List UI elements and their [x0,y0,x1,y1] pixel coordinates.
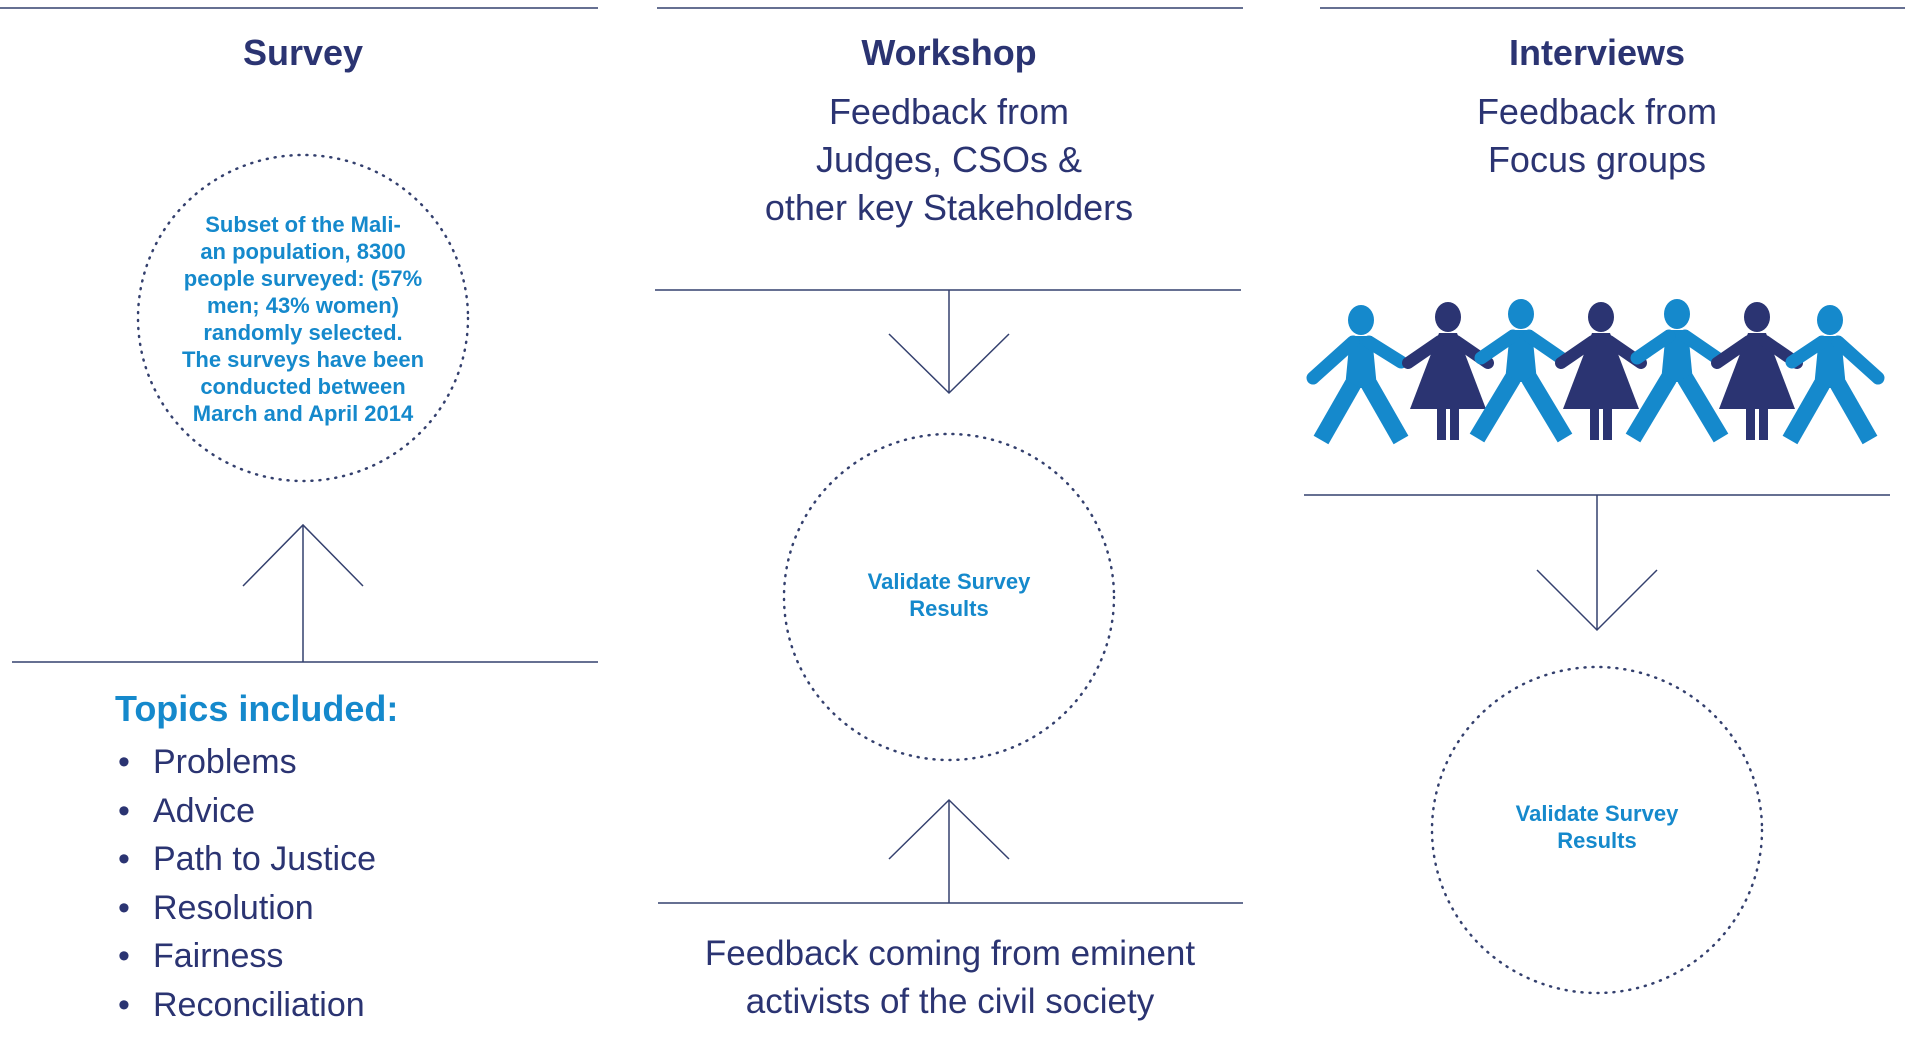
interviews-down-arrow [1536,495,1658,632]
topic-item: Fairness [118,932,376,981]
survey-circle-line: The surveys have been [181,347,425,372]
interviews-circle-text: Validate Survey Results [1467,800,1727,854]
person-figure-man [1625,299,1729,443]
workshop-circle-line: Validate Survey [867,569,1031,594]
interviews-subtitle-line: Feedback from [1476,91,1718,132]
survey-circle-line: randomly selected. [203,320,403,345]
interviews-heading: Interviews [1508,32,1686,73]
paper-chain-people-icon [1306,299,1885,445]
survey-up-arrow [242,523,364,662]
person-figure-woman [1711,302,1803,440]
interviews-subtitle: Feedback from Focus groups [1297,88,1897,184]
survey-circle [136,153,470,483]
survey-circle-line: people surveyed: (57% [183,266,423,291]
survey-circle-text: Subset of the Mali- an population, 8300 … [153,211,453,427]
topics-list: Problems Advice Path to Justice Resoluti… [118,738,376,1029]
interviews-circle-line: Results [1557,828,1637,853]
interviews-circle-line: Validate Survey [1515,801,1679,826]
workshop-heading: Workshop [861,32,1037,73]
interviews-circle [1430,665,1764,995]
interviews-subtitle-line: Focus groups [1487,139,1707,180]
topic-item: Path to Justice [118,835,376,884]
workshop-subtitle-line: other key Stakeholders [764,187,1134,228]
topic-item: Problems [118,738,376,787]
survey-circle-line: March and April 2014 [192,401,414,426]
survey-circle-line: an population, 8300 [200,239,406,264]
workshop-bottom-line: activists of the civil society [745,982,1155,1021]
topic-item: Resolution [118,884,376,933]
workshop-subtitle-line: Judges, CSOs & [815,139,1083,180]
workshop-up-arrow [888,798,1010,903]
workshop-bottom-line: Feedback coming from eminent [704,934,1196,973]
workshop-subtitle: Feedback from Judges, CSOs & other key S… [649,88,1249,232]
person-figure-woman [1555,302,1647,440]
workshop-bottom-text: Feedback coming from eminent activists o… [650,930,1250,1026]
survey-circle-line: men; 43% women) [207,293,399,318]
topic-item: Reconciliation [118,981,376,1030]
survey-circle-line: conducted between [200,374,406,399]
survey-circle-line: Subset of the Mali- [205,212,401,237]
person-figure-man [1306,305,1409,445]
survey-heading: Survey [242,32,364,73]
person-figure-man [1469,299,1573,443]
person-figure-woman [1402,302,1494,440]
workshop-circle-text: Validate Survey Results [819,568,1079,622]
person-figure-man [1782,305,1885,445]
workshop-subtitle-line: Feedback from [828,91,1070,132]
workshop-circle-line: Results [909,596,989,621]
workshop-circle [782,432,1116,762]
topics-title: Topics included: [115,688,399,729]
topic-item: Advice [118,787,376,836]
workshop-down-arrow [888,290,1010,395]
